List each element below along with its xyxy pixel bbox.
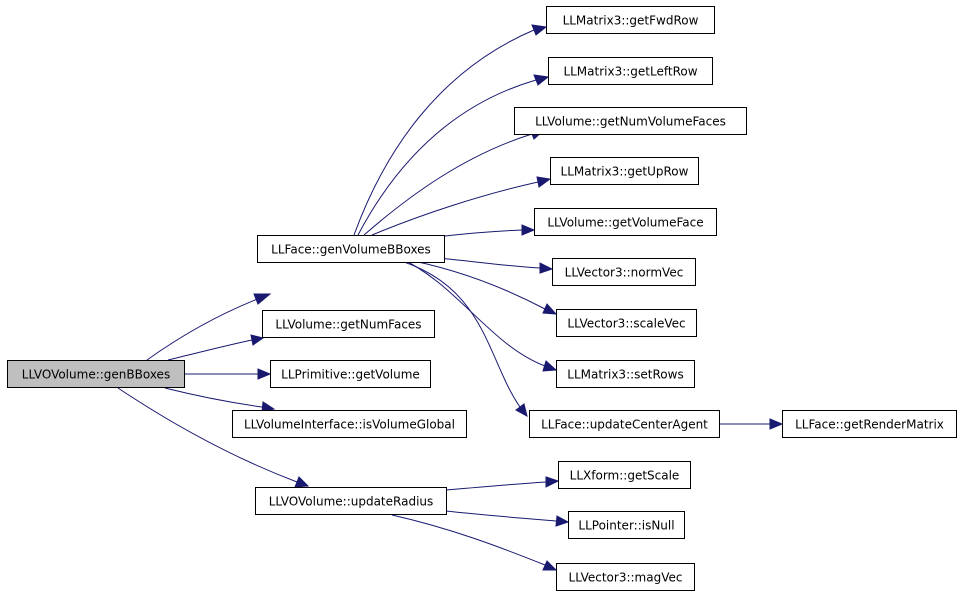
arrowhead-vur-isn — [555, 515, 570, 527]
node-mag-label: LLVector3::magVec — [569, 571, 683, 585]
arrowhead-gvb-uca — [515, 403, 528, 417]
arrowhead-uca-grm — [769, 418, 784, 430]
edge-gvb-norm — [436, 257, 541, 269]
edge-gvb-fwd — [353, 29, 535, 236]
node-scale[interactable]: LLVector3::scaleVec — [556, 309, 697, 337]
edge-root-vur — [117, 387, 298, 483]
arrowhead-gvb-vf — [521, 224, 536, 236]
node-uca-label: LLFace::updateCenterAgent — [541, 418, 708, 432]
arrowhead-gvb-fwd — [531, 24, 548, 36]
edge-gvb-nvf — [363, 133, 533, 236]
node-nvf[interactable]: LLVolume::getNumVolumeFaces — [514, 107, 747, 135]
node-uca[interactable]: LLFace::updateCenterAgent — [529, 410, 720, 438]
node-left-label: LLMatrix3::getLeftRow — [563, 65, 697, 79]
node-left[interactable]: LLMatrix3::getLeftRow — [548, 57, 713, 85]
node-rows-label: LLMatrix3::setRows — [567, 368, 683, 382]
arrowhead-root-gvb — [253, 293, 272, 305]
edge-gvb-rows — [399, 257, 546, 367]
edge-gvb-vf — [444, 229, 523, 237]
node-isn-label: LLPointer::isNull — [578, 519, 674, 533]
edge-root-ivg — [164, 387, 263, 408]
edge-arrowheads — [250, 24, 784, 571]
node-pgv[interactable]: LLPrimitive::getVolume — [270, 360, 431, 388]
arrowhead-gvb-scale — [542, 303, 558, 315]
node-norm-label: LLVector3::normVec — [565, 266, 684, 280]
node-xgs[interactable]: LLXform::getScale — [558, 461, 691, 489]
arrowhead-gvb-left — [533, 74, 550, 86]
arrowhead-vur-xgs — [545, 476, 560, 488]
arrowhead-gvb-up — [536, 176, 552, 188]
node-ivg[interactable]: LLVolumeInterface::isVolumeGlobal — [232, 410, 467, 438]
edge-vur-mag — [391, 514, 546, 566]
arrowhead-vur-mag — [542, 560, 558, 571]
node-vf[interactable]: LLVolume::getVolumeFace — [534, 208, 717, 236]
node-isn[interactable]: LLPointer::isNull — [568, 511, 685, 539]
node-up-label: LLMatrix3::getUpRow — [561, 165, 689, 179]
node-gvb-label: LLFace::genVolumeBBoxes — [271, 243, 431, 257]
call-graph-nodes: LLVOVolume::genBBoxes LLFace::genVolumeB… — [7, 6, 957, 591]
arrowhead-root-gnf — [250, 334, 265, 346]
node-grm[interactable]: LLFace::getRenderMatrix — [782, 410, 957, 438]
node-vur[interactable]: LLVOVolume::updateRadius — [255, 487, 447, 515]
node-scale-label: LLVector3::scaleVec — [567, 317, 685, 331]
node-rows[interactable]: LLMatrix3::setRows — [556, 360, 695, 388]
edge-vur-isn — [445, 510, 557, 522]
edge-root-gnf — [167, 339, 253, 361]
node-norm[interactable]: LLVector3::normVec — [552, 258, 696, 286]
edge-gvb-uca — [390, 257, 521, 408]
node-root-label: LLVOVolume::genBBoxes — [22, 368, 170, 382]
node-up[interactable]: LLMatrix3::getUpRow — [550, 157, 699, 185]
edge-vur-xgs — [445, 481, 547, 491]
node-grm-label: LLFace::getRenderMatrix — [795, 418, 944, 432]
node-nvf-label: LLVolume::getNumVolumeFaces — [535, 115, 726, 129]
node-pgv-label: LLPrimitive::getVolume — [281, 368, 420, 382]
node-vur-label: LLVOVolume::updateRadius — [269, 495, 434, 509]
edge-root-gvb — [146, 297, 261, 361]
node-gnf-label: LLVolume::getNumFaces — [275, 318, 421, 332]
node-root[interactable]: LLVOVolume::genBBoxes — [7, 360, 185, 388]
node-vf-label: LLVolume::getVolumeFace — [547, 216, 703, 230]
arrowhead-gvb-rows — [542, 360, 558, 372]
node-fwd-label: LLMatrix3::getFwdRow — [563, 14, 699, 28]
edge-gvb-scale — [397, 257, 546, 310]
node-gvb[interactable]: LLFace::genVolumeBBoxes — [257, 235, 445, 263]
arrowhead-root-pgv — [257, 368, 272, 380]
node-ivg-label: LLVolumeInterface::isVolumeGlobal — [244, 418, 455, 432]
arrowhead-gvb-norm — [539, 262, 554, 274]
node-gnf[interactable]: LLVolume::getNumFaces — [262, 310, 435, 338]
edge-gvb-up — [371, 181, 539, 236]
arrowhead-root-vur — [294, 476, 310, 488]
node-fwd[interactable]: LLMatrix3::getFwdRow — [546, 6, 715, 34]
node-xgs-label: LLXform::getScale — [570, 469, 680, 483]
node-mag[interactable]: LLVector3::magVec — [556, 563, 695, 591]
edge-gvb-left — [357, 79, 537, 236]
